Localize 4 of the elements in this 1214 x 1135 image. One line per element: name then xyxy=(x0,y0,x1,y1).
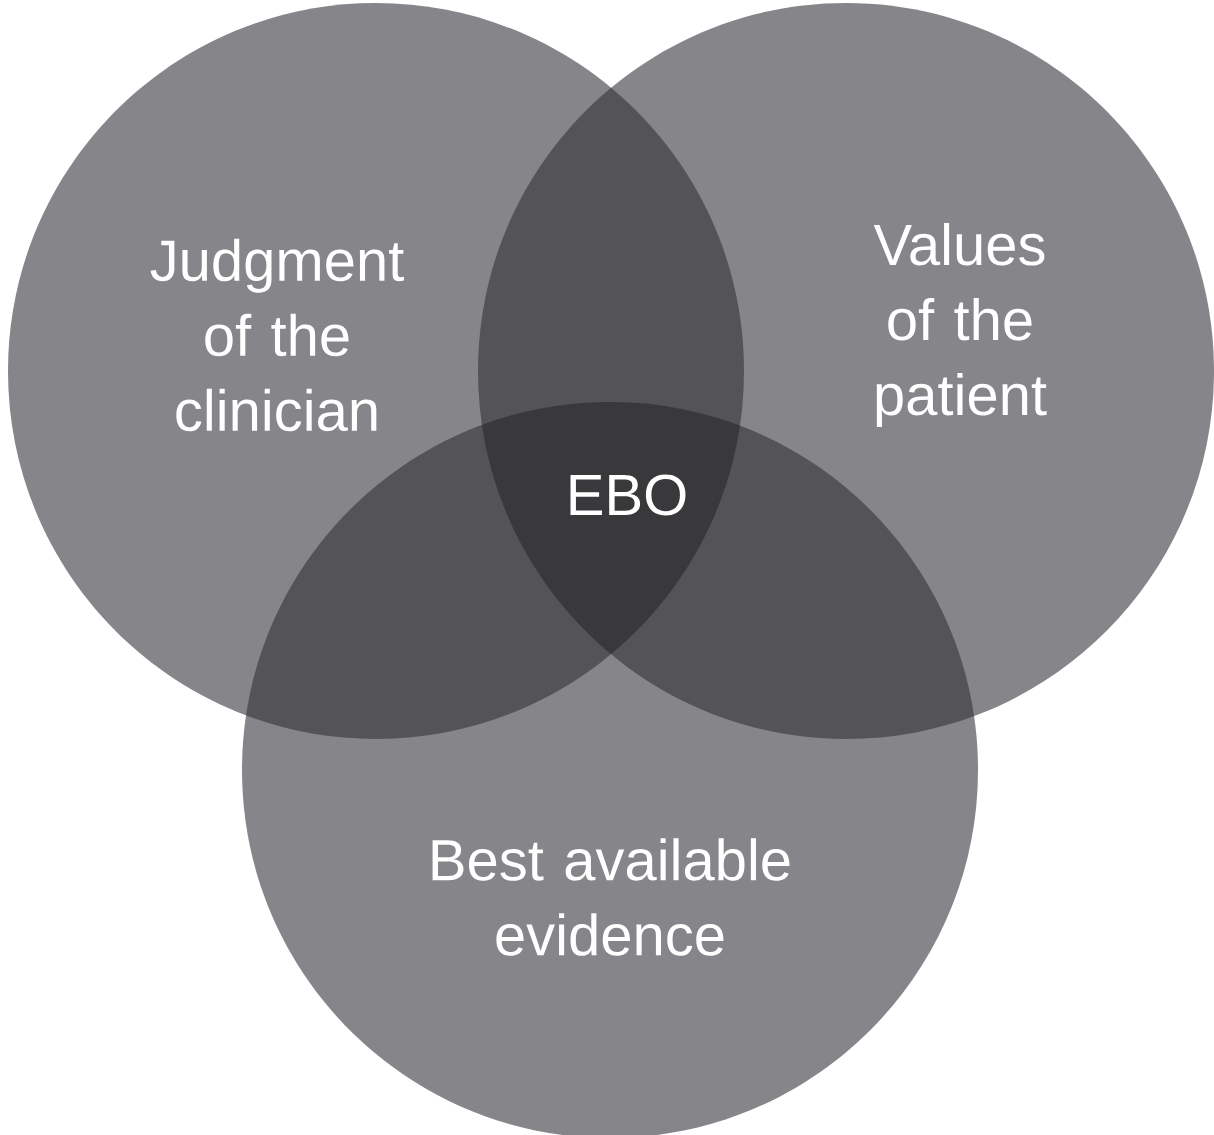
circle-label: Judgment of the clinician xyxy=(150,238,404,432)
circle-label: Values of the patient xyxy=(873,222,1047,427)
circle-label: Best available evidence xyxy=(432,838,790,956)
center-label: EBO xyxy=(570,474,686,516)
